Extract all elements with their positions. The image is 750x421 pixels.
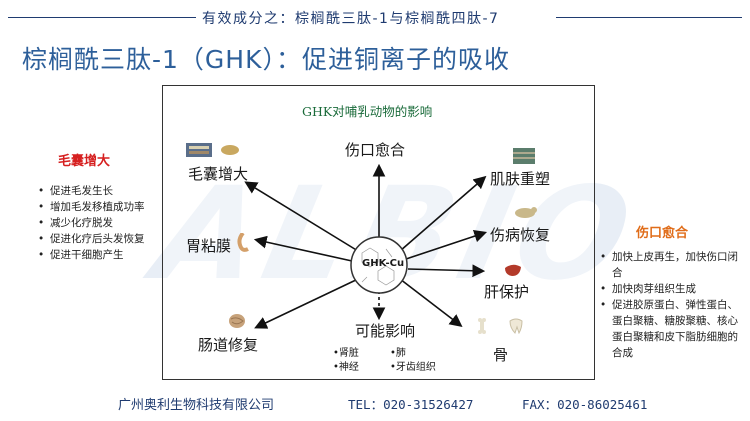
arrow-lesion [405, 229, 488, 260]
footer-company: 广州奥利生物科技有限公司 [118, 398, 275, 413]
list-item: 减少化疗脱发 [38, 215, 178, 231]
right-panel: 伤口愈合 加快上皮再生，加快伤口闭合 加快肉芽组织生成 促进胶原蛋白、弹性蛋白、… [598, 222, 746, 361]
arrow-bone [399, 278, 463, 327]
list-item: 加快肉芽组织生成 [600, 281, 746, 297]
arrow-intestine [254, 278, 359, 329]
skin-tissue-icon [513, 148, 535, 164]
node-skin-remodel: 肌肤重塑 [490, 170, 551, 188]
liver-icon [505, 264, 521, 276]
page-title: 棕榈酰三肽-1（GHK）：促进铜离子的吸收 [22, 45, 510, 74]
node-lesion-recovery: 伤病恢复 [490, 226, 551, 244]
node-intestine: 肠道修复 [198, 336, 259, 354]
left-panel-list: 促进毛发生长 增加毛发移植成功率 减少化疗脱发 促进化疗后头发恢复 促进干细胞产… [28, 183, 178, 263]
right-panel-heading: 伤口愈合 [636, 226, 689, 241]
left-panel: 毛囊增大 促进毛发生长 增加毛发移植成功率 减少化疗脱发 促进化疗后头发恢复 促… [28, 150, 178, 263]
list-item: 促进胶原蛋白、弹性蛋白、蛋白聚糖、糖胺聚糖、核心蛋白聚糖和皮下脂肪细胞的合成 [600, 297, 746, 361]
animal-icon [515, 207, 537, 218]
bone-icon [478, 318, 486, 334]
header-rule-right [556, 17, 742, 18]
arrow-stomach [253, 235, 353, 262]
arrow-skin [399, 175, 487, 252]
footer-tel: TEL：020-31526427 [348, 397, 474, 412]
diagram-arrows [244, 163, 488, 329]
tooth-icon [509, 318, 523, 334]
diagram-title: GHK对哺乳动物的影响 [302, 104, 433, 119]
node-stomach: 胃粘膜 [186, 237, 232, 255]
header-rule-left [8, 17, 196, 18]
possible-item: •神经 [333, 362, 359, 373]
hair-follicle-icon [186, 143, 239, 157]
node-wound-healing: 伤口愈合 [345, 141, 406, 159]
left-panel-heading: 毛囊增大 [58, 154, 111, 169]
list-item: 增加毛发移植成功率 [38, 199, 178, 215]
node-bone: 骨 [493, 346, 509, 364]
list-item: 加快上皮再生，加快伤口闭合 [600, 249, 746, 281]
node-liver: 肝保护 [484, 283, 530, 301]
arrow-liver [407, 264, 486, 278]
possible-item: •肺 [390, 348, 406, 359]
center-label: GHK-Cu [362, 258, 405, 269]
node-possible: 可能影响 [355, 322, 416, 340]
list-item: 促进毛发生长 [38, 183, 178, 199]
list-item: 促进化疗后头发恢复 [38, 231, 178, 247]
right-panel-list: 加快上皮再生，加快伤口闭合 加快肉芽组织生成 促进胶原蛋白、弹性蛋白、蛋白聚糖、… [598, 249, 746, 361]
header-subtitle: 有效成分之：棕榈酰三肽-1与棕榈酰四肽-7 [202, 11, 500, 27]
possible-item: •肾脏 [333, 348, 359, 359]
stomach-icon [237, 233, 249, 252]
node-follicle: 毛囊增大 [188, 165, 249, 183]
intestine-icon [229, 314, 245, 328]
possible-item: •牙齿组织 [390, 362, 436, 373]
footer-fax: FAX：020-86025461 [522, 397, 648, 412]
list-item: 促进干细胞产生 [38, 247, 178, 263]
arrow-follicle [244, 181, 359, 252]
